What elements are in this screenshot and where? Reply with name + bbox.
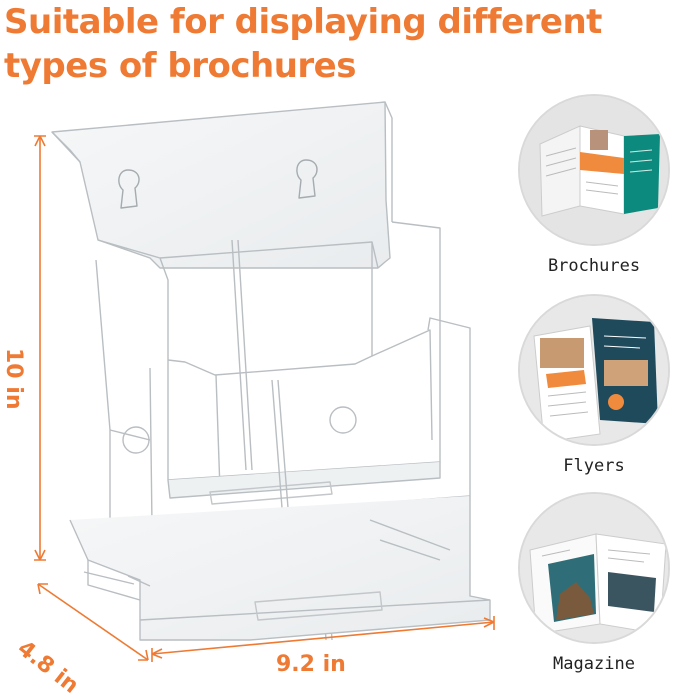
display-type-flyers: Flyers — [506, 294, 679, 476]
brochures-image — [518, 94, 670, 246]
flyers-label: Flyers — [563, 456, 625, 476]
flyers-image — [518, 294, 670, 446]
width-dimension-label: 9.2 in — [276, 652, 346, 677]
display-type-brochures: Brochures — [506, 94, 679, 276]
brochures-label: Brochures — [547, 256, 641, 276]
headline: Suitable for displaying different types … — [4, 0, 602, 88]
magazine-label: Magazine — [553, 654, 635, 674]
headline-line-1: Suitable for displaying different — [4, 2, 602, 42]
display-type-magazine: Magazine — [506, 492, 679, 674]
height-dimension-label: 10 in — [1, 348, 26, 410]
magazine-image — [518, 492, 670, 644]
headline-line-2: types of brochures — [4, 46, 356, 86]
